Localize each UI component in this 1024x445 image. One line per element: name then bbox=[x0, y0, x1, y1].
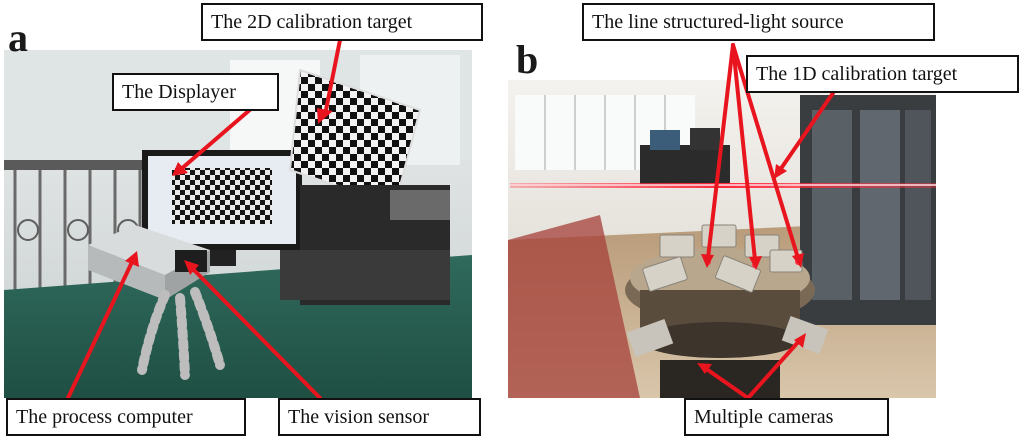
annotation-arrows bbox=[66, 38, 835, 400]
label-process-computer: The process computer bbox=[6, 398, 246, 436]
label-displayer: The Displayer bbox=[112, 73, 279, 111]
label-line-structured-light-source: The line structured-light source bbox=[582, 3, 935, 41]
panel-letter-a: a bbox=[8, 15, 28, 60]
label-multiple-cameras: Multiple cameras bbox=[684, 398, 889, 436]
panel-letter-b: b bbox=[516, 37, 539, 82]
label-vision-sensor: The vision sensor bbox=[278, 398, 481, 436]
label-1d-calibration-target: The 1D calibration target bbox=[746, 55, 1019, 93]
label-2d-calibration-target: The 2D calibration target bbox=[201, 3, 483, 41]
